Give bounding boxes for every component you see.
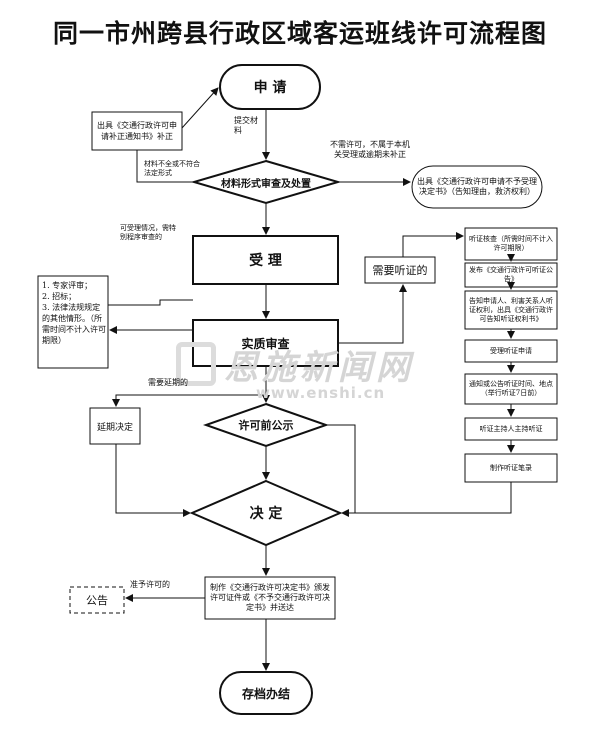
page-title: 同一市州跨县行政区域客运班线许可流程图 bbox=[52, 19, 547, 48]
announce-node: 公告 bbox=[86, 594, 108, 607]
substantive-node: 实质审查 bbox=[241, 336, 290, 351]
extension-shape bbox=[89, 407, 141, 445]
hearing-step-5: 通知或公告听证时间、地点（举行听证7日前） bbox=[469, 380, 553, 397]
need-hearing-node: 需要听证的 bbox=[372, 264, 428, 277]
archive-node: 存档办结 bbox=[241, 686, 290, 701]
not-needed-label: 不需许可，不属于本机关受理或逾期未补正 bbox=[330, 140, 410, 159]
archive-shape bbox=[219, 671, 313, 715]
reject-notice-node: 出具《交通行政许可申请不予受理决定书》（告知理由，救济权利） bbox=[417, 177, 537, 196]
incomplete-label: 材料不全或不符合法定形式 bbox=[144, 160, 200, 177]
submit-label: 提交材料 bbox=[234, 116, 258, 135]
hearing-step-4: 受理听证申请 bbox=[490, 346, 532, 355]
special-list-shape bbox=[37, 275, 109, 369]
special-procedure-label: 可受理情况，需特别程序审查的 bbox=[120, 224, 176, 241]
reject-shape bbox=[411, 165, 543, 209]
extension-node: 延期决定 bbox=[96, 422, 133, 433]
need-hearing-shape bbox=[364, 256, 436, 284]
hearing-step-7: 制作听证笔录 bbox=[490, 463, 532, 472]
formal-review-node: 材料形式审查及处置 bbox=[221, 178, 311, 190]
hearing-step-3: 告知申请人、利害关系人听证权利，出具《交通行政许可告知听证权利书》 bbox=[469, 296, 553, 323]
apply-shape bbox=[219, 64, 321, 110]
reissue-notice-node: 出具《交通行政许可申请补正通知书》补正 bbox=[97, 121, 177, 141]
accept-node: 受 理 bbox=[249, 253, 282, 269]
apply-node: 申 请 bbox=[253, 80, 287, 96]
issue-node: 制作《交通行政许可决定书》颁发许可证件或《不予交通行政许可决定书》并送达 bbox=[210, 583, 330, 612]
approved-label: 准予许可的 bbox=[130, 580, 170, 589]
hearing-step-1: 听证核查（所需时间不计入许可期限） bbox=[469, 235, 553, 252]
hearing-step-2: 发布《交通行政许可听证公告》 bbox=[469, 266, 553, 283]
need-extension-label: 需要延期的 bbox=[148, 378, 188, 387]
special-list-node: 1. 专家评审； 2. 招标； 3. 法律法规规定的其他情形。（所需时间不计入许… bbox=[42, 281, 106, 345]
decision-node: 决 定 bbox=[249, 506, 283, 522]
hearing-step-6: 听证主持人主持听证 bbox=[479, 424, 543, 433]
publicity-node: 许可前公示 bbox=[238, 419, 294, 432]
announce-shape bbox=[69, 586, 125, 614]
